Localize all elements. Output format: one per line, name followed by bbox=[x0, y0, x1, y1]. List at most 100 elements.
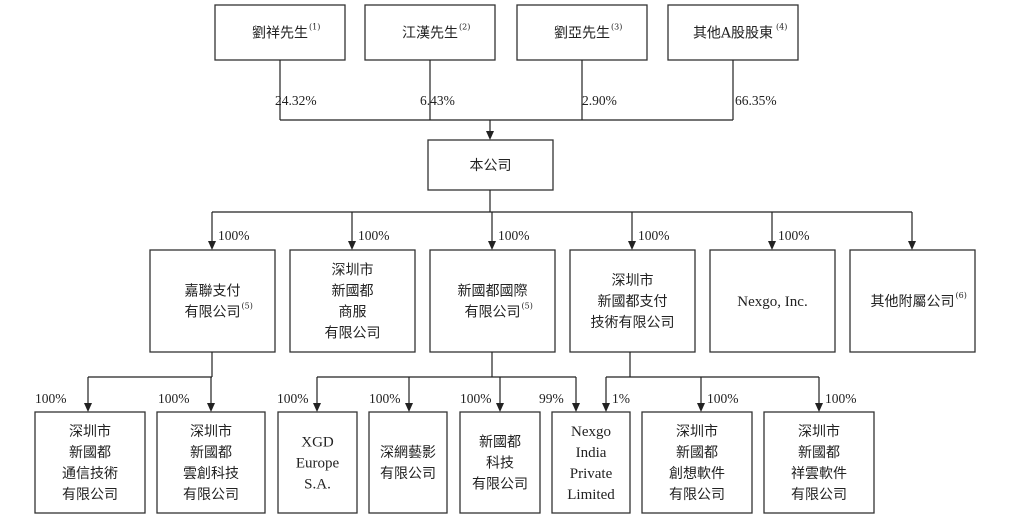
entity-box bbox=[427, 139, 554, 191]
shareholder-box: 其他A股股東(4) bbox=[667, 4, 799, 61]
entity-name-line: 劉祥先生 bbox=[252, 26, 308, 42]
company-box: 本公司 bbox=[427, 139, 554, 191]
entity-name-line: 技術有限公司 bbox=[591, 315, 675, 331]
footnote-marker: (4) bbox=[776, 23, 787, 32]
entity-name-line: 其他A股股東 bbox=[693, 26, 773, 42]
entity-name-line: 有限公司 bbox=[185, 305, 241, 321]
ownership-percentage: 100% bbox=[358, 228, 390, 243]
arrow-head-icon bbox=[488, 241, 496, 250]
entity-box bbox=[709, 249, 836, 353]
entity-name-line: S.A. bbox=[304, 477, 331, 493]
arrow-head-icon bbox=[628, 241, 636, 250]
entity-name-line: 深圳市 bbox=[190, 423, 232, 440]
ownership-percentage: 24.32% bbox=[275, 93, 317, 108]
entity-name-line: Nexgo, Inc. bbox=[737, 294, 807, 310]
ownership-percentage: 99% bbox=[539, 391, 564, 406]
entity-box bbox=[156, 411, 266, 514]
arrow-head-icon bbox=[207, 403, 215, 412]
entity-name-line: Nexgo bbox=[571, 424, 611, 440]
entity-box bbox=[289, 249, 416, 353]
entity-box bbox=[763, 411, 875, 514]
shareholder-box: 江漢先生(2) bbox=[364, 4, 496, 61]
arrow-head-icon bbox=[84, 403, 92, 412]
ownership-percentage: 100% bbox=[369, 391, 401, 406]
footnote-marker: (2) bbox=[459, 23, 470, 32]
entity-name-line: 商服 bbox=[339, 305, 367, 321]
arrow-head-icon bbox=[815, 403, 823, 412]
entity-name-line: Limited bbox=[567, 487, 615, 503]
footnote-marker: (1) bbox=[309, 23, 320, 32]
arrow-head-icon bbox=[602, 403, 610, 412]
arrow-head-icon bbox=[208, 241, 216, 250]
ownership-percentage: 6.43% bbox=[420, 93, 455, 108]
entity-name-line: 本公司 bbox=[470, 158, 512, 174]
ownership-percentage: 100% bbox=[158, 391, 190, 406]
arrow-head-icon bbox=[908, 241, 916, 250]
entity-box bbox=[364, 4, 496, 61]
entity-name-line: 新國都 bbox=[190, 445, 232, 461]
entity-box bbox=[569, 249, 696, 353]
entity-name-line: Private bbox=[570, 466, 613, 482]
entity-name-line: 有限公司 bbox=[183, 487, 239, 503]
arrow-head-icon bbox=[496, 403, 504, 412]
footnote-marker: (3) bbox=[611, 23, 622, 32]
entity-name-line: 創想軟件 bbox=[669, 466, 725, 482]
entity-name-line: 新國都 bbox=[798, 445, 840, 461]
arrow-head-icon bbox=[313, 403, 321, 412]
entity-box bbox=[277, 411, 358, 514]
entity-name-line: 深圳市 bbox=[798, 423, 840, 440]
arrow-head-icon bbox=[405, 403, 413, 412]
ownership-percentage: 2.90% bbox=[582, 93, 617, 108]
entity-name-line: 有限公司 bbox=[791, 487, 847, 503]
entity-name-line: 劉亞先生 bbox=[554, 26, 610, 42]
entity-box bbox=[459, 411, 541, 514]
footnote-marker: (6) bbox=[956, 291, 967, 300]
entity-box bbox=[214, 4, 346, 61]
arrow-head-icon bbox=[768, 241, 776, 250]
entity-box bbox=[429, 249, 556, 353]
subsidiary-box: 其他附屬公司(6) bbox=[849, 249, 976, 353]
arrow-head-icon bbox=[572, 403, 580, 412]
entity-name-line: 科技 bbox=[486, 456, 514, 472]
entity-name-line: 新國都 bbox=[676, 445, 718, 461]
entity-name-line: 有限公司 bbox=[465, 305, 521, 321]
ownership-percentage: 100% bbox=[35, 391, 67, 406]
shareholder-box: 劉祥先生(1) bbox=[214, 4, 346, 61]
entity-box bbox=[849, 249, 976, 353]
entity-name-line: 有限公司 bbox=[325, 326, 381, 342]
entity-name-line: 有限公司 bbox=[472, 477, 528, 493]
entity-name-line: 深圳市 bbox=[69, 423, 111, 440]
ownership-percentage: 100% bbox=[778, 228, 810, 243]
entity-name-line: 新國都 bbox=[69, 445, 111, 461]
ownership-percentage: 100% bbox=[638, 228, 670, 243]
entity-box bbox=[516, 4, 648, 61]
entity-box bbox=[34, 411, 146, 514]
entity-name-line: 新國都 bbox=[332, 284, 374, 300]
entity-name-line: 祥雲軟件 bbox=[791, 466, 847, 482]
entity-name-line: 有限公司 bbox=[380, 466, 436, 482]
entity-box bbox=[149, 249, 276, 353]
entity-name-line: 其他附屬公司 bbox=[871, 294, 955, 310]
entity-name-line: 雲創科技 bbox=[183, 466, 239, 482]
entity-name-line: 新國都 bbox=[479, 435, 521, 451]
entity-name-line: 深圳市 bbox=[612, 272, 654, 289]
entity-name-line: Europe bbox=[296, 456, 340, 472]
entity-name-line: 深網藝影 bbox=[380, 445, 436, 461]
entity-box bbox=[641, 411, 753, 514]
entity-name-line: 通信技術 bbox=[62, 466, 118, 482]
entity-name-line: 新國都支付 bbox=[598, 294, 668, 310]
ownership-percentage: 100% bbox=[498, 228, 530, 243]
ownership-percentage: 100% bbox=[825, 391, 857, 406]
ownership-percentage: 100% bbox=[707, 391, 739, 406]
